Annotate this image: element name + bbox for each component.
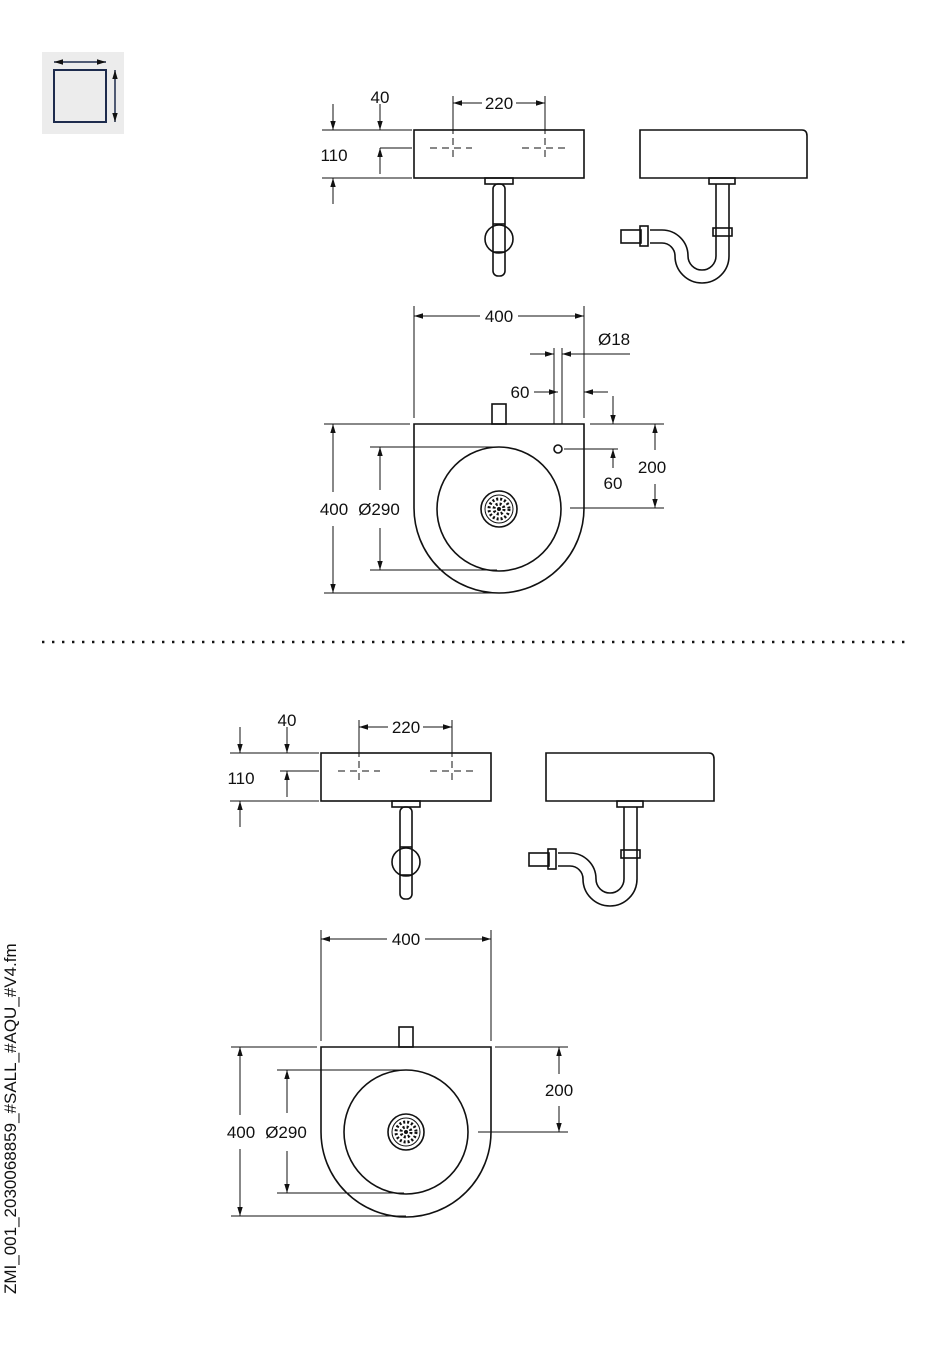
dim-hole-dia-18: Ø18 (598, 330, 630, 349)
dim-holes-220: 220 (485, 94, 513, 113)
top-side-elevation (621, 130, 807, 283)
dim-top-40: 40 (371, 88, 390, 107)
dim-depth-400: 400 (227, 1123, 255, 1142)
bottom-side-dimensions: 40 110 220 (227, 711, 452, 827)
dim-height-110: 110 (320, 146, 347, 165)
dim-depth-400: 400 (320, 500, 348, 519)
bottom-plan-view (321, 1027, 491, 1217)
dim-bowl-dia-290: Ø290 (358, 500, 400, 519)
bottom-side-elevation (529, 753, 714, 906)
dim-offset-x-60: 60 (511, 383, 530, 402)
dim-half-200: 200 (638, 458, 666, 477)
dim-top-40: 40 (278, 711, 297, 730)
dim-half-200: 200 (545, 1081, 573, 1100)
bottom-front-elevation (321, 753, 491, 899)
dim-holes-220: 220 (392, 718, 420, 737)
dim-offset-y-60: 60 (604, 474, 623, 493)
drain-strainer (481, 491, 517, 527)
top-plan-dimensions: 400 Ø18 60 60 200 400 Ø290 (320, 306, 666, 593)
dimension-frame-icon (42, 52, 124, 134)
dim-bowl-dia-290: Ø290 (265, 1123, 307, 1142)
top-front-elevation (414, 130, 584, 276)
file-reference: ZMI_001_2030068859_#SALL_#AQU_#V4.fm (1, 943, 20, 1294)
top-plan-view (414, 404, 584, 593)
dim-width-400: 400 (485, 307, 513, 326)
top-side-dimensions: 40 110 220 (320, 88, 545, 204)
dim-width-400: 400 (392, 930, 420, 949)
dim-height-110: 110 (227, 769, 254, 788)
bottom-plan-dimensions: 400 200 400 Ø290 (227, 930, 573, 1216)
drain-strainer (388, 1114, 424, 1150)
